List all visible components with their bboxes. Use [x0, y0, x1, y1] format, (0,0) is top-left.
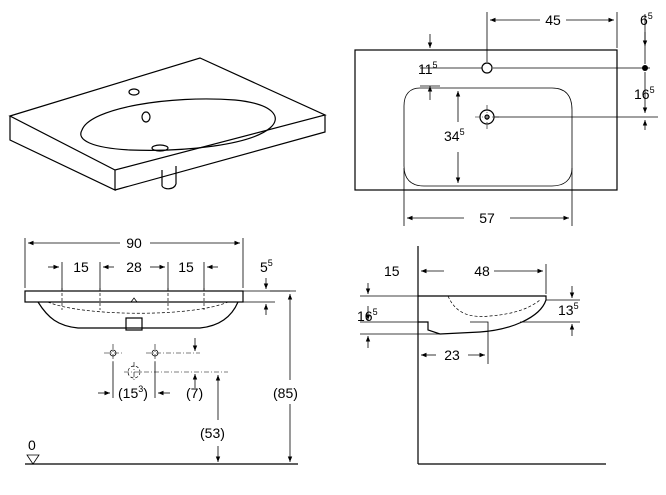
top-view-outline	[354, 49, 618, 191]
dim-total-width: 90	[126, 235, 142, 251]
basin-top-surface	[8, 57, 327, 171]
dim-drain-depth: 165	[634, 85, 655, 102]
dim-bowl-depth: 345	[444, 127, 465, 144]
dim-mounting-height: (85)	[273, 385, 298, 401]
dim-wall-offset: 15	[384, 263, 400, 279]
front-view: 90 15 28 15 55	[24, 235, 298, 465]
basin-bowl-outline	[80, 98, 276, 151]
front-view-rim	[24, 290, 244, 303]
dim-tap-edge: 65	[640, 11, 653, 28]
floor-level-icon	[26, 454, 40, 465]
dim-hole-spacing-left: 15	[73, 259, 89, 275]
dim-hole-spacing-center: 28	[126, 259, 142, 275]
dim-side-height: 165	[357, 307, 378, 324]
side-view-basin	[418, 295, 547, 335]
dim-hole-spacing-right: 15	[178, 259, 194, 275]
tap-hole-icon	[481, 62, 493, 74]
top-view-bowl	[403, 87, 573, 187]
basin-front-face	[9, 116, 116, 191]
waste-detail	[104, 344, 228, 398]
dim-waste-spacing: (153)	[118, 384, 148, 401]
dim-waste-height: (53)	[200, 425, 225, 441]
dim-rim-height: 55	[260, 258, 273, 275]
top-view: 45 65 115 165 345 57	[354, 11, 658, 226]
drain-icon	[151, 144, 169, 152]
side-view: 48 15 135 165 23	[357, 246, 606, 465]
front-view-bowl	[37, 301, 239, 329]
front-view-waste	[125, 317, 143, 331]
dim-bowl-width: 57	[479, 210, 495, 226]
dim-waste-offset: (7)	[186, 385, 203, 401]
perspective-view	[8, 57, 327, 191]
overflow-icon	[141, 111, 151, 123]
dim-side-rim: 135	[558, 301, 579, 318]
tap-hole-icon	[128, 88, 140, 96]
dim-tap-depth: 115	[418, 60, 438, 77]
floor-level-label: 0	[28, 437, 36, 453]
dim-tap-offset: 45	[545, 12, 561, 28]
dim-depth: 48	[474, 263, 490, 279]
basin-right-face	[114, 115, 326, 191]
dim-drain-offset: 23	[444, 347, 460, 363]
waste-pipe	[161, 166, 177, 190]
